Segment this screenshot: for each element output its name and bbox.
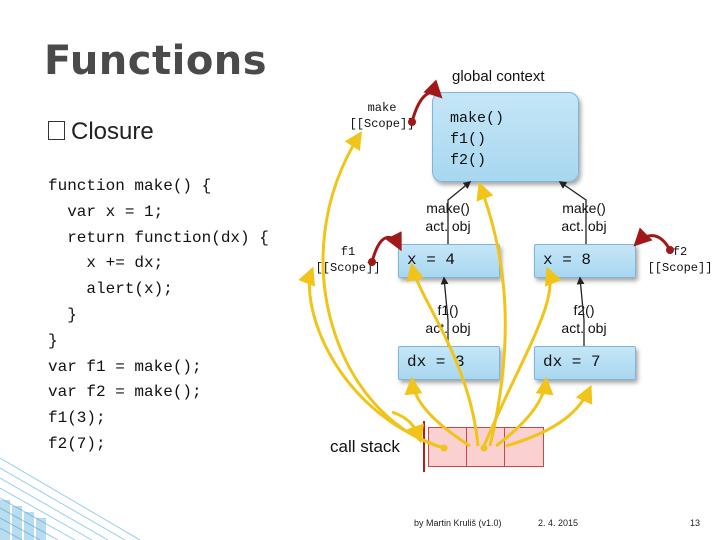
code-line: var f1 = make(); (48, 357, 202, 376)
f1-scope-arrow (370, 231, 402, 263)
make-scope-dot (408, 118, 416, 126)
stack-to-dx2-arrow (495, 376, 554, 448)
footer-date: 2. 4. 2015 (538, 518, 579, 528)
bullet-closure: Closure (48, 118, 154, 146)
f2-scope-scope: [[Scope]] (647, 261, 713, 275)
stack-from-left-arrow (391, 410, 424, 444)
call-stack-label: call stack (330, 437, 400, 456)
slide-title: Functions (44, 38, 268, 84)
link-f1act-to-act1 (440, 276, 449, 346)
code-line: f1(3); (48, 409, 106, 428)
code-line: } (48, 305, 77, 324)
link-act1-to-global (447, 181, 472, 244)
stack-to-make-scope-arrow (321, 130, 445, 450)
code-line: function make() { (48, 177, 212, 195)
dx-box-1 (398, 346, 500, 380)
global-item-f1: f1() (450, 131, 487, 148)
f2-scope-label: f2 [[Scope]] (640, 244, 720, 276)
stack-to-right-arrow (505, 384, 593, 448)
f1-act-name: f1() (437, 302, 459, 318)
global-context-label: global context (452, 68, 545, 85)
footer-page-number: 13 (690, 518, 701, 528)
code-line: return function(dx) { (48, 228, 269, 247)
global-item-make: make() (450, 110, 505, 127)
x-box-2-text: x = 8 (543, 251, 592, 269)
corner-decoration (0, 457, 140, 540)
code-line: x += dx; (48, 254, 164, 273)
f1-scope-label: f1 [[Scope]] (310, 244, 386, 276)
link-act2-to-global (558, 181, 587, 244)
dx-box-2-text: dx = 7 (543, 353, 601, 371)
stack-to-dx1-arrow (404, 376, 471, 448)
f2-scope-dot (666, 246, 674, 254)
f1-scope-scope: [[Scope]] (315, 261, 381, 275)
global-item-f2: f2() (450, 152, 487, 169)
bullet-box-icon (48, 121, 65, 140)
dx-box-2 (534, 346, 636, 380)
f1-scope-dot (368, 258, 376, 266)
code-line: } (48, 331, 58, 350)
footer-author: by Martin Kruliš (v1.0) (414, 518, 502, 528)
act-obj-2-type: act. obj (561, 218, 607, 234)
make-scope-name: make (367, 101, 397, 115)
stack-to-act1-arrow (406, 262, 480, 447)
stack-to-global-arrow (476, 181, 507, 447)
stack-origin-dot-2 (480, 444, 488, 452)
code-line: f2(7); (48, 434, 106, 453)
bullet-text: Closure (71, 118, 154, 145)
make-scope-label: make [[Scope]] (342, 100, 422, 132)
f1-scope-name: f1 (340, 245, 356, 259)
call-stack-frame-1 (428, 427, 468, 467)
code-line: var x = 1; (48, 202, 164, 221)
code-line: var f2 = make(); (48, 383, 202, 402)
global-context-items: make() f1() f2() (450, 108, 504, 171)
stack-origin-dot-1 (440, 444, 448, 452)
dx-box-1-text: dx = 3 (407, 353, 465, 371)
act-obj-2-label: make() act. obj (548, 199, 620, 235)
x-box-2 (534, 244, 636, 278)
make-scope-arrow (410, 79, 443, 123)
stack-to-f1-call-arrow (298, 266, 445, 450)
f2-scope-arrow (633, 227, 672, 251)
code-block: function make() { var x = 1; return func… (48, 174, 269, 458)
code-line: alert(x); (48, 280, 173, 299)
make-scope-scope: [[Scope]] (349, 117, 415, 131)
stack-to-act2-arrow (482, 266, 562, 447)
act-obj-2-name: make() (562, 200, 606, 216)
f2-act-name: f2() (573, 302, 595, 318)
link-f2act-to-act2 (576, 276, 585, 346)
f2-scope-name: f2 (672, 245, 688, 259)
global-context-box (432, 92, 579, 182)
